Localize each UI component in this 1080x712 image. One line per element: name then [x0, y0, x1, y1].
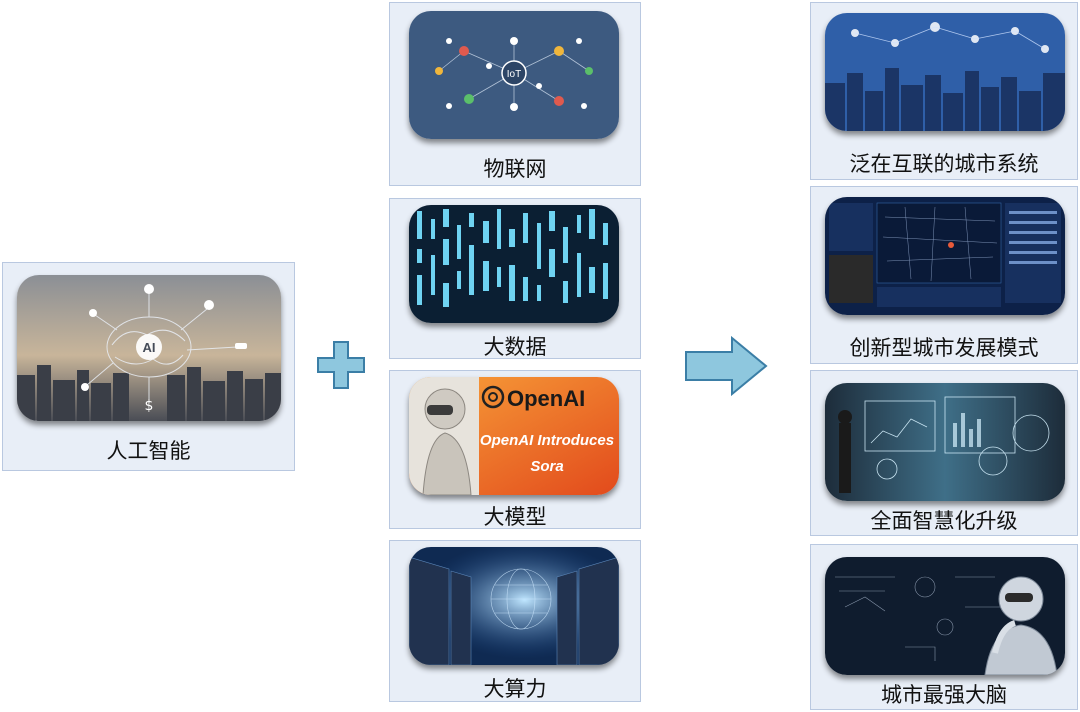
ai-badge-text: AI — [143, 340, 156, 355]
compute-panel: 大算力 — [389, 540, 641, 702]
openai-brand-text: OpenAI — [507, 386, 585, 411]
ai-caption: 人工智能 — [106, 439, 191, 463]
bigdata-caption: 大数据 — [483, 335, 547, 359]
city-system-panel: 泛在互联的城市系统 — [810, 2, 1078, 180]
holographic-image — [825, 383, 1065, 501]
iot-badge-text: IoT — [507, 69, 521, 80]
smart-upgrade-panel: 全面智慧化升级 — [810, 370, 1078, 536]
bigdata-panel: 大数据 — [389, 198, 641, 359]
plus-icon — [316, 340, 366, 390]
iot-image: IoT — [409, 11, 619, 139]
iot-panel: IoT 物联网 — [389, 2, 641, 186]
sora-headline-1: OpenAI Introduces — [480, 432, 614, 449]
dashboard-image — [825, 197, 1065, 315]
innovation-caption: 创新型城市发展模式 — [849, 336, 1039, 360]
iot-caption: 物联网 — [483, 157, 547, 181]
svg-text:$: $ — [145, 398, 154, 414]
compute-caption: 大算力 — [483, 677, 547, 701]
ai-city-image: AI $ — [17, 275, 281, 421]
robot-thinking-image — [825, 557, 1065, 675]
city-system-image — [825, 13, 1065, 131]
openai-sora-image: OpenAI OpenAI Introduces Sora — [409, 377, 619, 495]
arrow-right-icon — [684, 335, 768, 397]
city-brain-caption: 城市最强大脑 — [881, 683, 1007, 707]
ai-panel: AI $ 人工智能 — [2, 262, 295, 471]
llm-caption: 大模型 — [483, 505, 547, 529]
city-system-caption: 泛在互联的城市系统 — [849, 152, 1039, 176]
bigdata-image — [409, 205, 619, 323]
llm-panel: OpenAI OpenAI Introduces Sora 大模型 — [389, 370, 641, 529]
city-brain-panel: 城市最强大脑 — [810, 544, 1078, 710]
openai-logo-icon — [481, 385, 505, 409]
sora-headline-2: Sora — [530, 458, 563, 475]
innovation-panel: 创新型城市发展模式 — [810, 186, 1078, 364]
smart-upgrade-caption: 全面智慧化升级 — [870, 509, 1018, 533]
datacenter-image — [409, 547, 619, 665]
